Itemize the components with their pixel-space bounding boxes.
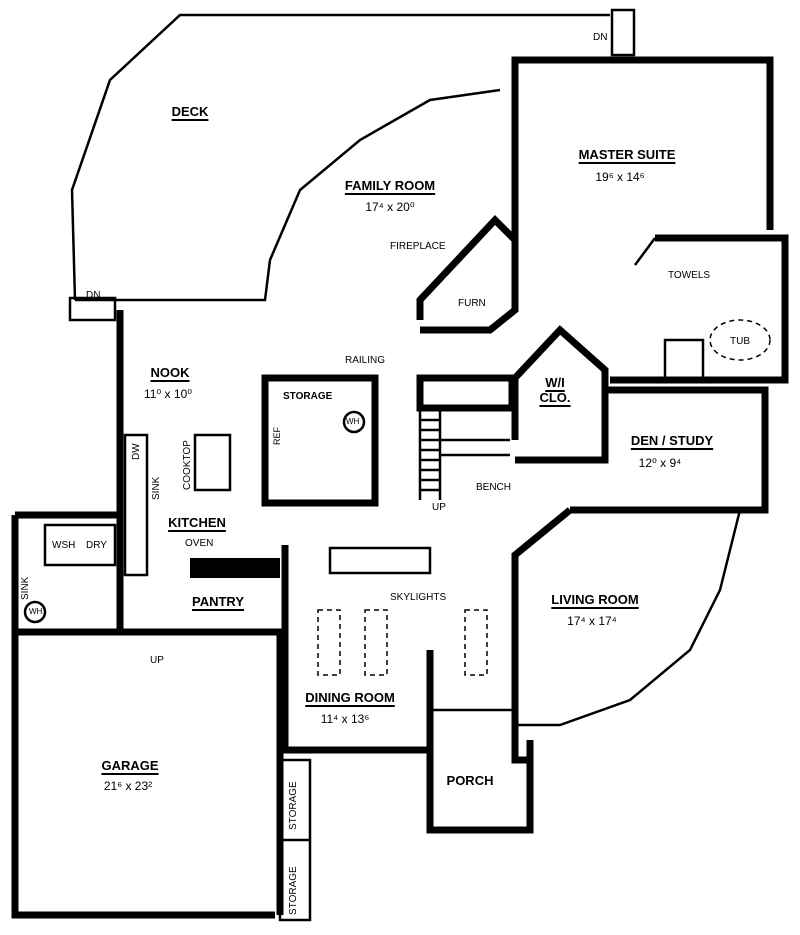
label-cooktop: COOKTOP xyxy=(182,440,193,490)
room-size-dining: 11⁴ x 13⁶ xyxy=(320,712,370,726)
tub xyxy=(709,319,771,361)
dining-wall xyxy=(281,545,430,754)
label-storage-center: STORAGE xyxy=(283,391,333,402)
label-fireplace: FIREPLACE xyxy=(390,241,446,252)
shower xyxy=(663,338,705,382)
stairs xyxy=(418,410,510,500)
label-storage-garage-1: STORAGE xyxy=(288,781,299,830)
deck-outline xyxy=(70,13,610,301)
skylights-marks xyxy=(317,609,488,676)
label-sink-laundry: SINK xyxy=(20,576,31,600)
living-wall xyxy=(511,507,573,764)
porch-wall xyxy=(426,650,534,834)
kitchen-island xyxy=(193,433,232,492)
label-sink-kitchen: SINK xyxy=(151,476,162,500)
buffet xyxy=(328,546,432,575)
label-tub: TUB xyxy=(730,336,750,347)
label-bench: BENCH xyxy=(476,482,512,493)
room-label-deck: DECK xyxy=(171,104,209,119)
label-up-garage: UP xyxy=(150,655,164,666)
label-wh-laundry: WH xyxy=(29,607,43,616)
label-furn: FURN xyxy=(458,298,486,309)
room-size-den: 12⁰ x 9⁴ xyxy=(638,456,682,470)
fireplace-wall xyxy=(416,214,519,334)
room-label-nook: NOOK xyxy=(150,365,190,380)
label-dn-left: DN xyxy=(86,290,101,301)
room-label-wi-closet: W/I CLO. xyxy=(539,375,571,405)
laundry-machines xyxy=(43,523,117,567)
laundry-wh xyxy=(23,600,47,624)
room-label-kitchen: KITCHEN xyxy=(168,515,226,530)
oven-counter xyxy=(190,558,280,578)
room-label-living: LIVING ROOM xyxy=(551,592,639,607)
label-up-stairs: UP xyxy=(432,502,446,513)
deck-curve-rail xyxy=(75,88,501,302)
room-label-porch: PORCH xyxy=(446,773,494,788)
room-size-nook: 11⁰ x 10⁰ xyxy=(143,387,193,401)
label-dn-top: DN xyxy=(593,32,608,43)
label-oven: OVEN xyxy=(185,538,214,549)
bath-wall xyxy=(610,234,789,384)
label-wh-center: WH xyxy=(346,417,360,426)
center-storage xyxy=(261,374,379,507)
label-dry: DRY xyxy=(86,540,107,551)
room-label-den: DEN / STUDY xyxy=(630,433,714,448)
room-label-garage: GARAGE xyxy=(101,758,159,773)
room-size-master: 19⁶ x 14⁶ xyxy=(595,170,645,184)
living-curve xyxy=(515,509,742,727)
deck-stair xyxy=(610,8,636,57)
room-label-pantry: PANTRY xyxy=(192,594,244,609)
label-railing: RAILING xyxy=(345,355,386,366)
stair-landing xyxy=(416,374,516,412)
label-dw: DW xyxy=(131,443,142,460)
room-label-master: MASTER SUITE xyxy=(578,147,676,162)
label-towels: TOWELS xyxy=(668,270,711,281)
room-size-family: 17⁴ x 20⁰ xyxy=(365,200,415,214)
label-ref: REF xyxy=(272,427,282,445)
room-size-garage: 21⁶ x 23² xyxy=(103,779,153,793)
den-wall xyxy=(570,386,769,514)
label-storage-garage-2: STORAGE xyxy=(288,866,299,915)
kitchen-counter xyxy=(123,433,149,577)
label-skylights: SKYLIGHTS xyxy=(390,592,447,603)
room-label-dining: DINING ROOM xyxy=(305,690,395,705)
garage-wall xyxy=(11,515,275,919)
deck-stair-left xyxy=(68,296,117,322)
room-label-family: FAMILY ROOM xyxy=(344,178,436,193)
master-wall xyxy=(511,56,774,230)
label-wsh: WSH xyxy=(52,540,76,551)
room-size-living: 17⁴ x 17⁴ xyxy=(567,614,617,628)
